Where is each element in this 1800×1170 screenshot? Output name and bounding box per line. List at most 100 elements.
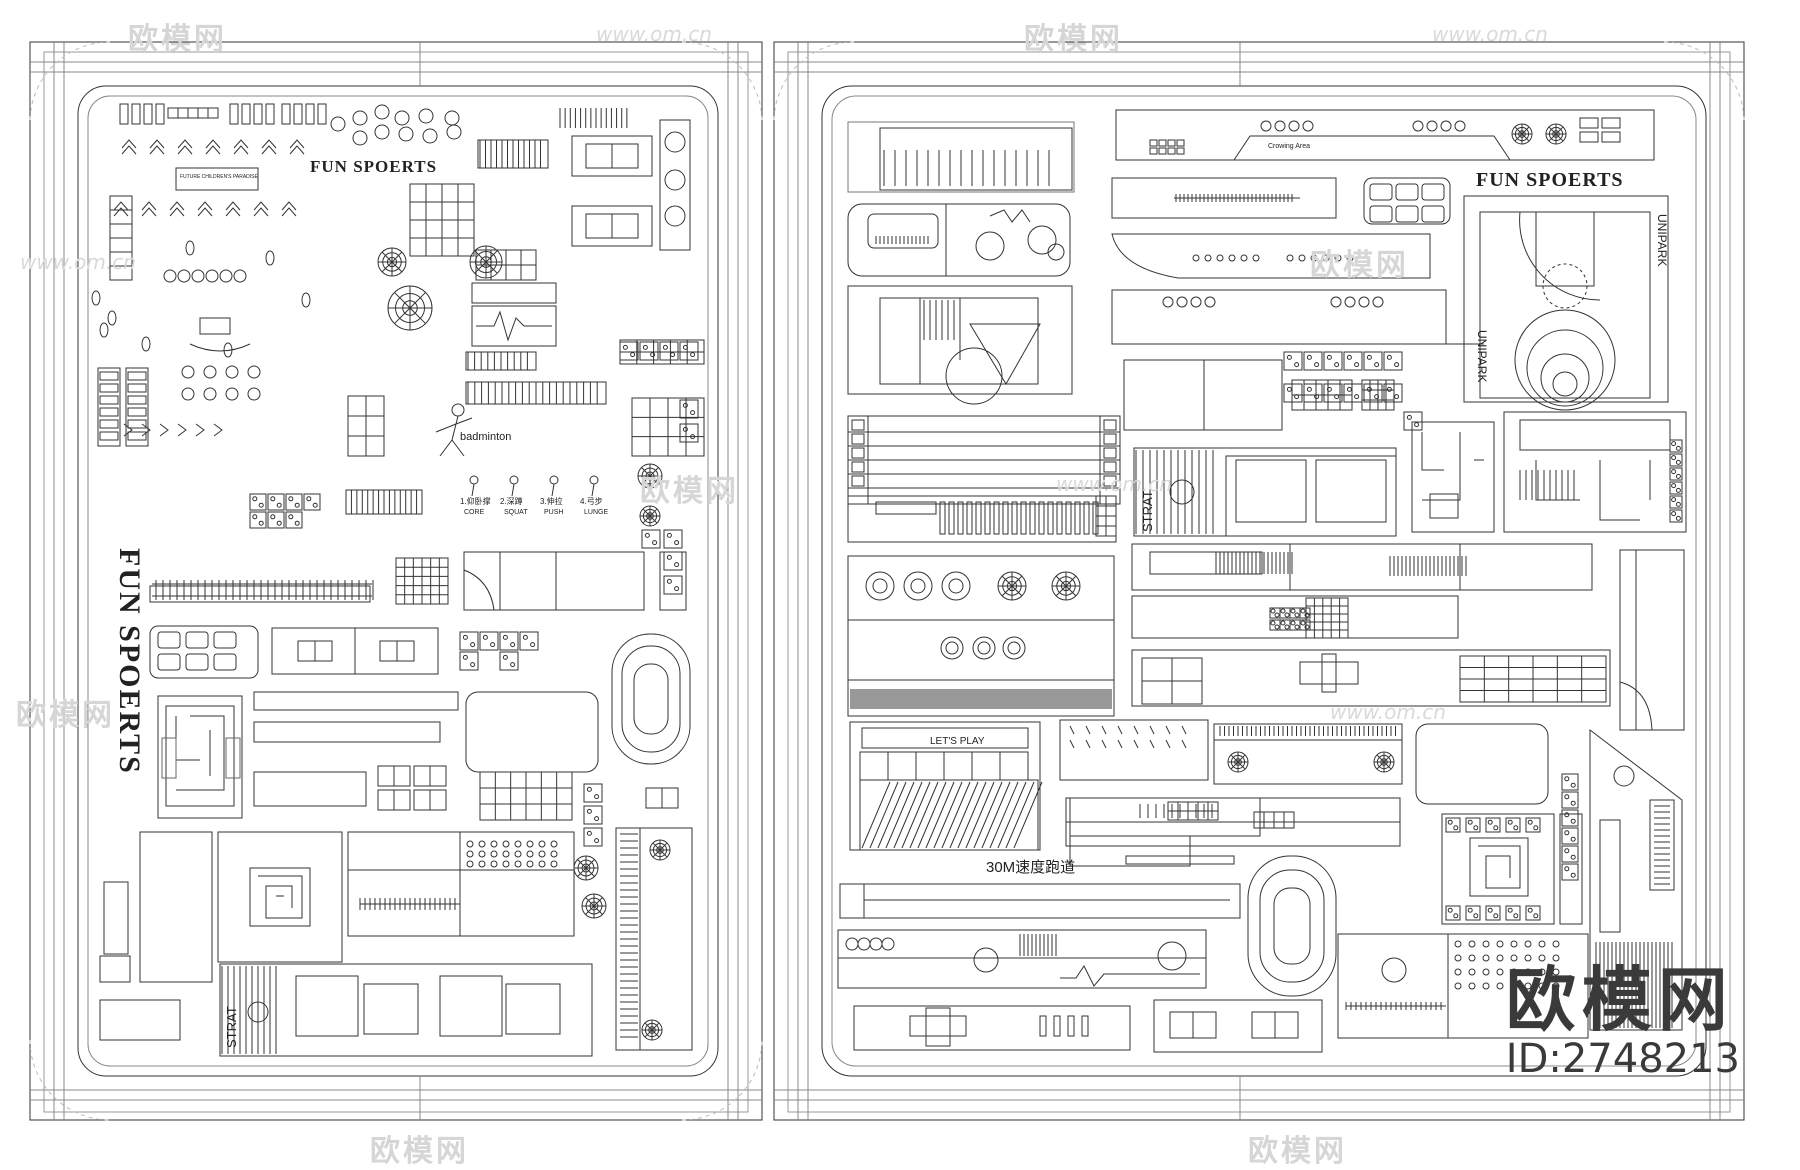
board-dot <box>550 860 558 868</box>
web-spoke <box>651 1022 660 1031</box>
web-spoke <box>585 859 595 869</box>
dice-pip <box>1453 913 1459 919</box>
bottom-dot <box>1538 968 1546 976</box>
bottom-dot <box>1454 982 1462 990</box>
cross-bar <box>1053 1015 1061 1037</box>
right-strat: STRAT <box>1140 490 1155 532</box>
face-circle <box>203 387 217 401</box>
web-spoke <box>585 905 595 915</box>
dice-pip <box>594 816 600 822</box>
dice-pip <box>288 496 294 502</box>
wedge-dot <box>1346 254 1354 262</box>
web-spoke <box>1514 126 1523 135</box>
chevron <box>281 207 297 217</box>
dice <box>1525 817 1541 833</box>
web-spoke <box>659 842 668 851</box>
icon-tick <box>1101 739 1107 749</box>
dice <box>1363 351 1383 371</box>
r-lets-play: LET'S PLAY <box>849 721 1043 851</box>
hopscotch-ladder <box>109 195 385 457</box>
dice-pip <box>674 540 680 546</box>
striped-bars-mid <box>149 351 607 603</box>
chevron <box>233 139 249 149</box>
dice-pip <box>1300 608 1306 614</box>
number-circle <box>418 108 434 124</box>
dice-pip <box>502 634 508 640</box>
bottom-dot <box>1496 940 1504 948</box>
dice <box>1283 383 1303 403</box>
board-dot <box>550 850 558 858</box>
diagonal-hatch <box>1005 781 1035 849</box>
dice-pip <box>642 344 648 350</box>
target-ring <box>865 571 895 601</box>
dice-pip <box>1564 812 1570 818</box>
r-floorplan-1 <box>1411 421 1495 533</box>
dice-pip <box>1671 441 1677 447</box>
bottom-dot <box>1524 940 1532 948</box>
hop-square <box>365 395 385 417</box>
tile <box>293 103 303 125</box>
tile <box>229 103 239 125</box>
dice <box>583 827 603 847</box>
top-square <box>1149 147 1158 155</box>
cross-pad <box>1321 653 1337 693</box>
bottom-dot <box>1524 968 1532 976</box>
diagonal-hatch <box>941 781 971 849</box>
number-circle <box>352 110 368 126</box>
bottom-dot <box>1524 954 1532 962</box>
dice-pip <box>270 514 276 520</box>
top-square <box>1579 117 1599 129</box>
r-maze <box>1441 813 1555 925</box>
cross-bar <box>1081 1015 1089 1037</box>
web-spoke <box>1001 585 1013 597</box>
chevron <box>289 139 305 149</box>
arc <box>189 343 251 352</box>
left-banner: FUTURE CHILDREN'S PARADISE <box>180 174 258 180</box>
dice <box>619 341 639 361</box>
chevron <box>281 201 297 211</box>
chevron <box>177 145 193 155</box>
r-icon-panel-1 <box>1059 719 1209 781</box>
dice <box>1303 383 1323 403</box>
dice <box>1561 809 1579 827</box>
move-label-cn: 1.仰卧撑 <box>460 496 491 506</box>
top-circle <box>1288 120 1300 132</box>
target-core <box>872 578 888 594</box>
dice-pip <box>1513 913 1519 919</box>
dice-pip <box>630 352 636 358</box>
dice <box>1299 619 1311 631</box>
rounded-pad <box>1369 183 1393 201</box>
cross-bar <box>1039 1015 1047 1037</box>
chevron <box>149 145 165 155</box>
watermark-brand-3: 欧模网 <box>1310 248 1409 283</box>
dice-pip <box>530 642 536 648</box>
right-sheet-frame <box>773 41 1745 1121</box>
top-square <box>1158 139 1167 147</box>
web-spoke <box>1230 761 1239 770</box>
r-geometric-panel <box>847 285 1073 405</box>
board-dot <box>478 850 486 858</box>
dice-pip <box>1533 913 1539 919</box>
table-tennis-court-1 <box>571 135 653 177</box>
flower-circle <box>219 269 233 283</box>
target-ring <box>941 571 971 601</box>
flower-circle <box>233 269 247 283</box>
watermark-brand-5: 欧模网 <box>16 698 115 733</box>
icon-tick <box>1165 739 1171 749</box>
dice <box>1485 905 1501 921</box>
dice <box>1669 453 1683 467</box>
number-circle <box>374 104 390 120</box>
dice-pip <box>1564 776 1570 782</box>
chevron <box>225 201 241 211</box>
web-spoke <box>642 515 651 524</box>
ladder-bar <box>1011 501 1018 535</box>
dice-pip <box>670 352 676 358</box>
dice-pip <box>1306 386 1312 392</box>
chevron-markings <box>113 139 305 437</box>
corner-small <box>99 955 131 983</box>
rounded-pads <box>149 625 259 679</box>
number-circle <box>394 110 410 126</box>
dice-pip <box>1270 620 1276 626</box>
diagonal-hatch <box>861 781 891 849</box>
